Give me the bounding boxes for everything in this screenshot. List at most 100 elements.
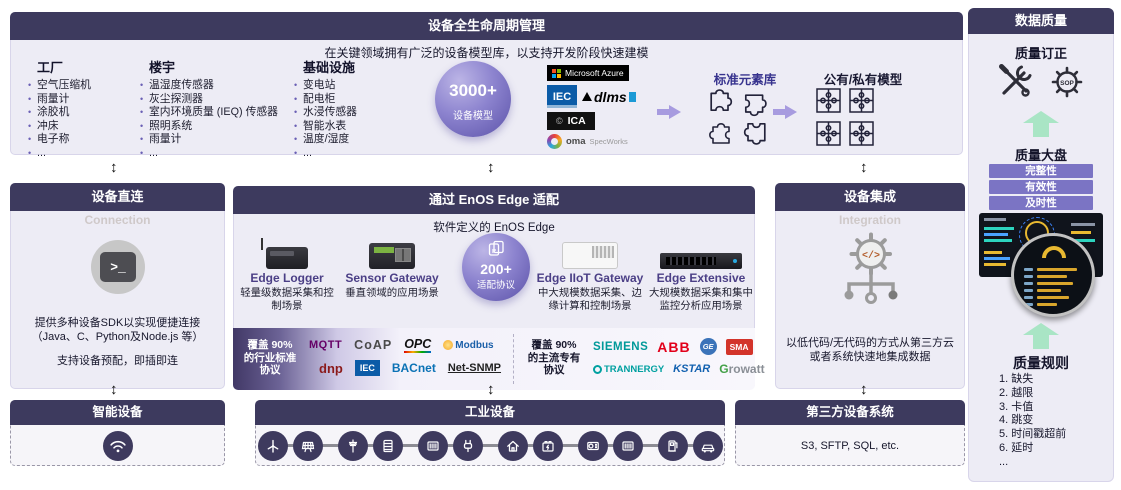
wifi-icon <box>102 430 133 461</box>
microsoft-window-icon <box>552 68 561 78</box>
vertical-flow-arrow-icon: ↕ <box>487 381 495 398</box>
edge-logger-image <box>261 238 308 269</box>
device-name: Edge Extensive <box>656 271 746 285</box>
device-name: Edge Logger <box>250 271 324 285</box>
iec-logo: IEC <box>547 85 577 108</box>
list-item: 温湿度传感器 <box>139 79 278 93</box>
mqtt-logo: MQTT <box>309 339 343 351</box>
ghost-label: Connection <box>84 213 151 227</box>
label-line: 覆盖 90% <box>531 339 577 351</box>
rule-item: 4. 跳变 <box>999 414 1034 427</box>
category-title: 楼宇 <box>149 60 176 75</box>
list-item: 雨量计 <box>27 93 91 107</box>
list-item: 室内环境质量 (IEQ) 传感器 <box>139 106 278 120</box>
list-item: ... <box>27 147 91 161</box>
hvac-icon <box>577 430 608 461</box>
sensor-gateway-image <box>369 243 415 269</box>
label-line: 覆盖 90% <box>247 339 293 351</box>
quality-badge: 完整性 <box>989 164 1093 178</box>
list-item: 照明系统 <box>139 120 278 134</box>
list-item: 空气压缩机 <box>27 79 91 93</box>
data-quality-panel: 数据质量 质量订正 SOP 质量大盘 完整性 有效性 及时性 <box>968 8 1114 482</box>
puzzle-grid-icon <box>816 88 841 113</box>
model-count: 3000+ <box>449 81 497 100</box>
puzzle-grid-icon <box>849 121 874 146</box>
quality-badge: 有效性 <box>989 180 1093 194</box>
oma-swirl-icon <box>547 134 562 149</box>
category-infrastructure: 基础设施 变电站 配电柜 水浸传感器 智能水表 温度/湿度 ... <box>293 57 357 161</box>
integration-desc-line1: 以低代码/无代码的方式从第三方云 <box>785 337 955 349</box>
list-item: 雨量计 <box>139 133 278 147</box>
list-item: 冲床 <box>27 120 91 134</box>
quality-rules-title: 质量规则 <box>1013 355 1069 371</box>
terminal-icon: >_ <box>91 240 145 294</box>
opc-logo: OPC <box>404 337 432 353</box>
edge-iiot-gateway-image <box>562 242 618 269</box>
data-quality-header: 数据质量 <box>968 8 1114 34</box>
edge-device-iiot-gateway: Edge IIoT Gateway 中大规模数据采集、边缘计算和控制场景 <box>534 231 646 313</box>
list-item: 涂胶机 <box>27 106 91 120</box>
label-line: 的主流专有 <box>527 351 581 364</box>
transmission-tower-icon <box>337 430 368 461</box>
edge-extensive-image <box>660 253 742 269</box>
protocol-count-label: 适配协议 <box>476 280 515 291</box>
direct-connection-header: 设备直连 <box>10 183 225 211</box>
label-line: 的行业标准 <box>243 351 297 364</box>
element-library-label: 标准元素库 <box>713 73 777 87</box>
oma-logo-text: oma <box>566 136 586 147</box>
edge-device-extensive: Edge Extensive 大规模数据采集和集中监控分析应用场景 <box>648 231 754 313</box>
standards-logos: Microsoft Azure IEC dlms © ICA oma SpecW… <box>547 65 636 149</box>
ge-logo: GE <box>699 338 717 355</box>
proprietary-protocols-label: 覆盖 90% 的主流专有 协议 <box>521 339 587 377</box>
dlms-logo: dlms <box>582 89 636 105</box>
coap-logo: CoAP <box>354 338 393 352</box>
device-integration-header: 设备集成 <box>775 183 965 211</box>
battery-rack-icon <box>372 430 403 461</box>
vertical-flow-arrow-icon: ↕ <box>860 159 868 176</box>
list-item: 变电站 <box>293 79 357 93</box>
siemens-logo: SIEMENS <box>593 340 649 353</box>
edge-device-logger: Edge Logger 轻量级数据采集和控制场景 <box>236 231 338 313</box>
wind-turbine-icon <box>257 430 288 461</box>
list-item: 温度/湿度 <box>293 133 357 147</box>
smart-devices-header: 智能设备 <box>10 400 225 425</box>
list-item: 电子称 <box>27 133 91 147</box>
ev-plug-icon <box>452 430 483 461</box>
flow-right-arrow-icon <box>657 105 681 119</box>
third-party-header: 第三方设备系统 <box>735 400 965 425</box>
integration-desc-line2: 或者系统快速地集成数据 <box>809 351 931 363</box>
flow-right-arrow-icon <box>773 105 797 119</box>
svg-text:</>: </> <box>862 250 880 262</box>
industrial-devices-box: 工业设备 <box>255 400 725 466</box>
model-puzzle-grids <box>815 87 875 147</box>
lifecycle-subtitle: 在关键领域拥有广泛的设备模型库，以支持开发阶段快速建模 <box>324 46 649 60</box>
dlms-logo-text: dlms <box>594 88 627 105</box>
vertical-flow-arrow-icon: ↕ <box>860 381 868 398</box>
dnp-logo: dnp <box>319 360 343 376</box>
trannergy-logo: TRANNERGY <box>593 364 664 375</box>
connector-line <box>268 444 712 447</box>
azure-logo-text: Microsoft Azure <box>565 68 624 78</box>
industrial-device-icons <box>257 426 723 465</box>
quality-correction-title: 质量订正 <box>1014 46 1067 61</box>
net-snmp-logo: Net-SNMP <box>447 362 502 374</box>
bacnet-logo: BACnet <box>391 361 436 375</box>
quality-rules-list: 1. 缺失 2. 越限 3. 卡值 4. 跳变 5. 时间戳超前 6. 延时 .… <box>999 373 1066 470</box>
device-desc: 轻量级数据采集和控制场景 <box>240 288 334 312</box>
protocol-count-circle: 200+ 适配协议 <box>462 233 530 301</box>
third-party-box: 第三方设备系统 S3, SFTP, SQL, etc. <box>735 400 965 466</box>
device-name: Edge IIoT Gateway <box>536 271 644 285</box>
rule-item: 3. 卡值 <box>999 400 1034 413</box>
enos-edge-subtitle: 软件定义的 EnOS Edge <box>433 222 555 234</box>
azure-logo: Microsoft Azure <box>547 65 629 81</box>
standard-protocol-logos: MQTT CoAP OPC Modbus dnp IEC BACnet Net-… <box>309 337 501 376</box>
kstar-logo: KSTAR <box>673 363 711 375</box>
puzzle-pieces-icon <box>709 89 767 145</box>
vertical-flow-arrow-icon: ↕ <box>110 159 118 176</box>
list-item: 智能水表 <box>293 120 357 134</box>
list-item: 灰尘探测器 <box>139 93 278 107</box>
terminal-prompt: >_ <box>100 252 136 282</box>
fuel-pump-icon <box>657 430 688 461</box>
iec-protocol-logo: IEC <box>354 360 380 376</box>
rule-item: 5. 时间戳超前 <box>999 428 1067 441</box>
